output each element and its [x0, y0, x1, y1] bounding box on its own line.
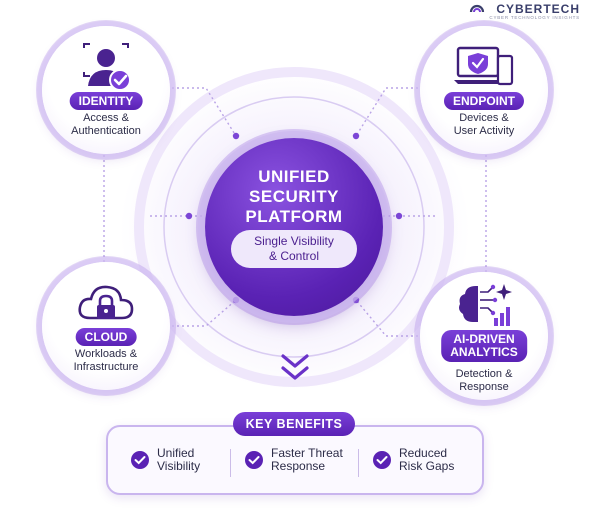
- benefit-text-line: Response: [271, 459, 326, 473]
- benefit-item: Faster Threat Response: [244, 447, 343, 473]
- check-circle-icon: [373, 451, 391, 469]
- benefit-text-line: Faster Threat: [271, 446, 343, 460]
- node-subtitle-line: Authentication: [71, 125, 141, 137]
- node-subtitle: Detection & Response: [420, 368, 548, 394]
- unified-platform-hub: UNIFIED SECURITY PLATFORM Single Visibil…: [205, 138, 383, 316]
- node-subtitle-line: Access &: [83, 112, 129, 124]
- node-subtitle: Access & Authentication: [42, 112, 170, 138]
- node-subtitle-line: Detection &: [455, 368, 513, 380]
- brand-name: CYBERTECH: [496, 2, 580, 16]
- chevron-down-icon: [281, 354, 309, 380]
- node-subtitle-line: Infrastructure: [73, 361, 139, 373]
- center-title-line: UNIFIED: [258, 167, 330, 186]
- center-title: UNIFIED SECURITY PLATFORM: [205, 167, 383, 227]
- benefit-text-line: Unified: [157, 446, 195, 460]
- benefit-divider: [358, 449, 359, 477]
- center-title-line: SECURITY: [249, 187, 339, 206]
- node-label-line: ANALYTICS: [450, 345, 518, 359]
- brand-tagline: CYBER TECHNOLOGY INSIGHTS: [489, 15, 580, 20]
- node-ai-analytics: AI-DRIVEN ANALYTICS Detection & Response: [420, 272, 548, 400]
- node-cloud: CLOUD Workloads & Infrastructure: [42, 262, 170, 390]
- node-label: IDENTITY: [69, 92, 143, 110]
- benefits-panel: [106, 425, 484, 495]
- benefit-text-line: Risk Gaps: [399, 459, 455, 473]
- benefit-text-line: Reduced: [399, 446, 448, 460]
- benefit-text: Reduced Risk Gaps: [399, 447, 454, 473]
- node-subtitle: Devices & User Activity: [420, 112, 548, 138]
- benefit-divider: [230, 449, 231, 477]
- user-check-icon: [83, 43, 131, 91]
- node-endpoint: ENDPOINT Devices & User Activity: [420, 26, 548, 154]
- center-pill-line: & Control: [268, 249, 320, 263]
- node-label-line: AI-DRIVEN: [453, 332, 515, 346]
- center-pill-line: Single Visibility: [254, 234, 334, 248]
- node-subtitle: Workloads & Infrastructure: [42, 348, 170, 374]
- node-subtitle-line: User Activity: [453, 125, 515, 137]
- node-identity: IDENTITY Access & Authentication: [42, 26, 170, 154]
- devices-shield-icon: [454, 46, 514, 86]
- brain-chart-icon: [459, 284, 512, 326]
- node-subtitle-line: Response: [459, 381, 509, 393]
- center-title-line: PLATFORM: [245, 207, 343, 226]
- node-label: ENDPOINT: [443, 92, 525, 110]
- node-subtitle-line: Workloads &: [74, 348, 138, 360]
- node-label: CLOUD: [75, 328, 137, 346]
- benefit-item: Reduced Risk Gaps: [372, 447, 454, 473]
- check-circle-icon: [131, 451, 149, 469]
- benefit-item: Unified Visibility: [130, 447, 200, 473]
- benefits-title: KEY BENEFITS: [233, 412, 355, 436]
- brand-logo: CYBERTECH CYBER TECHNOLOGY INSIGHTS: [470, 2, 580, 20]
- benefit-text: Unified Visibility: [157, 447, 200, 473]
- node-subtitle-line: Devices &: [459, 112, 509, 124]
- node-label: AI-DRIVEN ANALYTICS: [441, 330, 527, 362]
- benefit-text-line: Visibility: [157, 459, 201, 473]
- benefit-text: Faster Threat Response: [271, 447, 343, 473]
- brand-icon: [470, 4, 485, 13]
- check-circle-icon: [245, 451, 263, 469]
- center-pill: Single Visibility & Control: [231, 230, 357, 268]
- cloud-lock-icon: [78, 285, 134, 320]
